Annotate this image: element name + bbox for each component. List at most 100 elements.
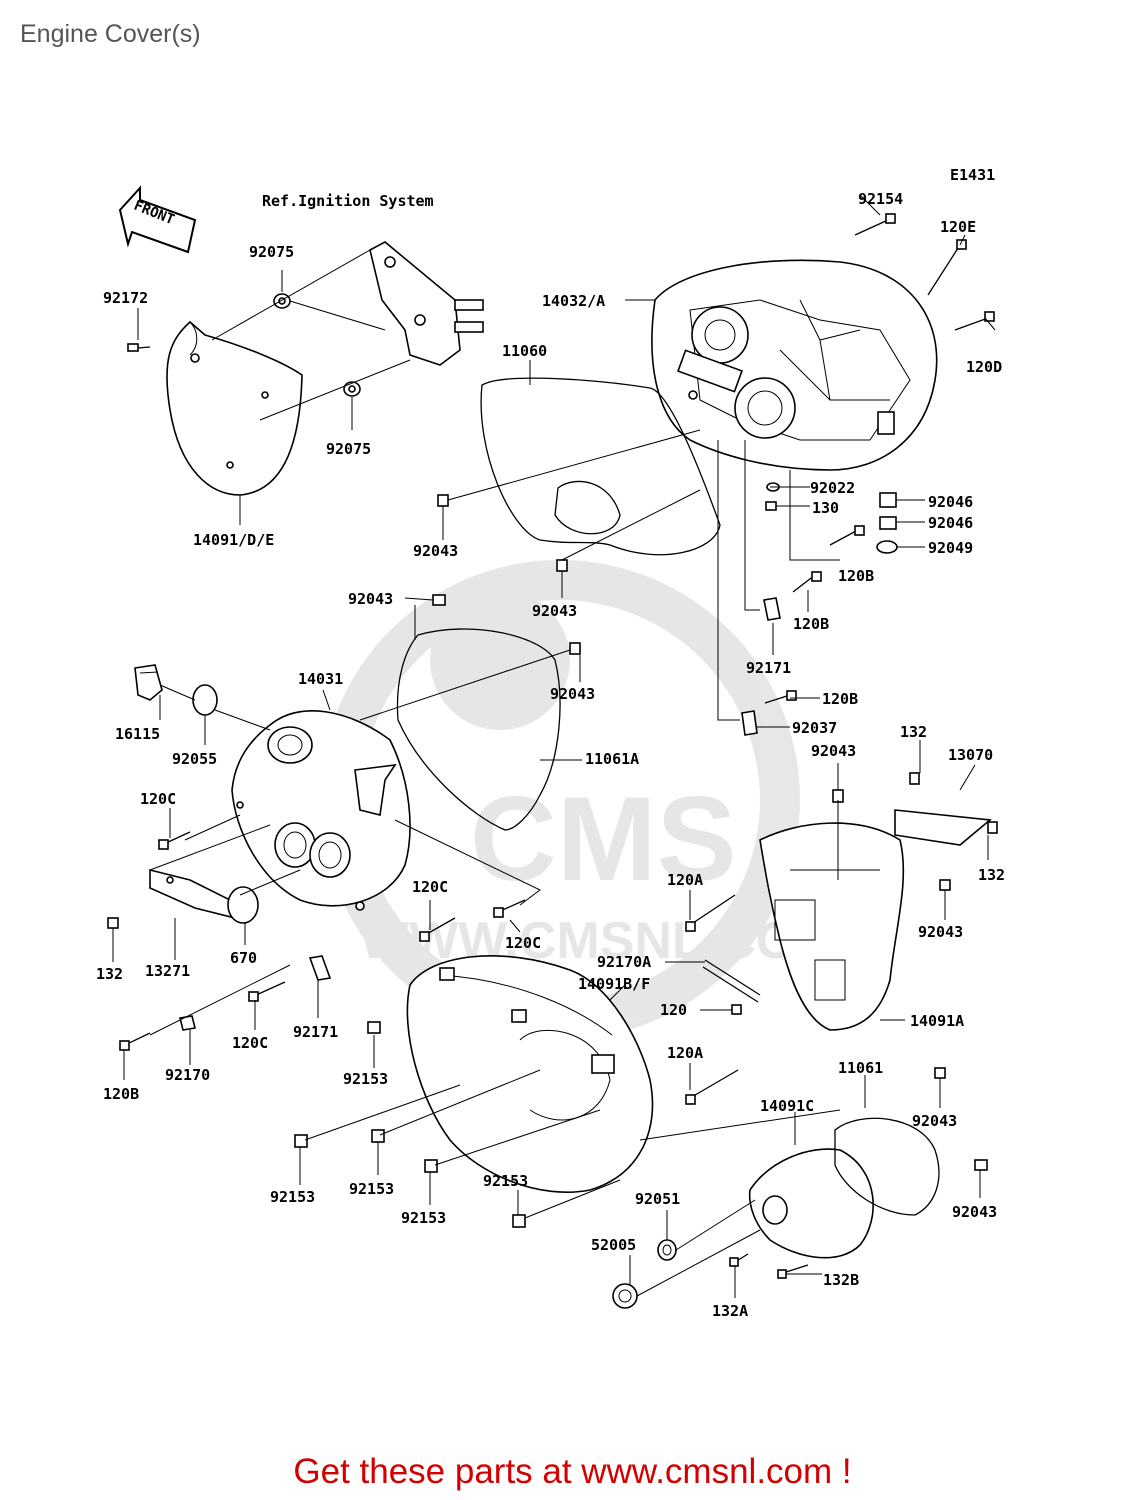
clamp-92037 bbox=[741, 710, 758, 736]
bracket-ignition bbox=[369, 241, 484, 366]
cmsnl-parts-link[interactable]: Get these parts at www.cmsnl.com ! bbox=[293, 1452, 852, 1491]
label-13070: 13070 bbox=[948, 746, 993, 764]
o-ring-670 bbox=[227, 886, 259, 924]
part-labels: 92154 120E 14032/A 120D 11060 92022 9204… bbox=[96, 190, 1005, 1320]
label-120E: 120E bbox=[940, 218, 976, 236]
gasket-11060 bbox=[480, 377, 721, 556]
sleeve-92046a bbox=[879, 492, 897, 508]
bolt-92153-1 bbox=[367, 1021, 381, 1034]
label-92154: 92154 bbox=[858, 190, 903, 208]
bolt-120 bbox=[731, 1004, 742, 1015]
watermark-brand: CMS bbox=[470, 772, 737, 906]
cover-14032a bbox=[651, 259, 938, 471]
bolt-92153-4 bbox=[424, 1159, 438, 1173]
o-ring-92055 bbox=[192, 684, 218, 716]
label-92153-5: 92153 bbox=[483, 1172, 528, 1190]
dowel-92043-1 bbox=[437, 494, 449, 507]
bolt-120a-2 bbox=[685, 1069, 739, 1105]
label-92171-top: 92171 bbox=[746, 659, 791, 677]
label-92171-bottom: 92171 bbox=[293, 1023, 338, 1041]
label-92170A: 92170A bbox=[597, 953, 651, 971]
label-92049: 92049 bbox=[928, 539, 973, 557]
label-92051: 92051 bbox=[635, 1190, 680, 1208]
label-92043-3: 92043 bbox=[348, 590, 393, 608]
label-120C-1: 120C bbox=[140, 790, 176, 808]
label-92153-1: 92153 bbox=[343, 1070, 388, 1088]
label-670: 670 bbox=[230, 949, 257, 967]
label-16115: 16115 bbox=[115, 725, 160, 743]
label-92043-5: 92043 bbox=[811, 742, 856, 760]
screw-92172 bbox=[127, 343, 151, 352]
label-92046-a: 92046 bbox=[928, 493, 973, 511]
label-92037: 92037 bbox=[792, 719, 837, 737]
label-14091BF: 14091B/F bbox=[578, 975, 650, 993]
bolt-132-3 bbox=[107, 917, 119, 929]
label-132B: 132B bbox=[823, 1271, 859, 1289]
label-120: 120 bbox=[660, 1001, 687, 1019]
label-14091DE: 14091/D/E bbox=[193, 531, 274, 549]
bolt-132-1 bbox=[909, 772, 920, 785]
label-120C-2: 120C bbox=[412, 878, 448, 896]
clamp-92171-bottom bbox=[308, 955, 332, 981]
bolt-92153-3 bbox=[371, 1129, 385, 1143]
label-92022: 92022 bbox=[810, 479, 855, 497]
dowel-92043-6 bbox=[939, 879, 951, 891]
watermark-url: WWW.CMSNL.COM bbox=[360, 912, 839, 970]
label-132-2: 132 bbox=[978, 866, 1005, 884]
grommet-92075-top bbox=[273, 293, 291, 309]
label-14091A: 14091A bbox=[910, 1012, 964, 1030]
bolt-132b bbox=[777, 1264, 809, 1279]
bolt-132-2 bbox=[987, 821, 998, 834]
label-11061: 11061 bbox=[838, 1059, 883, 1077]
clamp-92170 bbox=[179, 1015, 196, 1031]
cover-14091a bbox=[759, 822, 905, 1031]
bolt-120c-4 bbox=[248, 981, 286, 1002]
label-11061A: 11061A bbox=[585, 750, 639, 768]
label-120A-2: 120A bbox=[667, 1044, 703, 1062]
dowel-92043-7 bbox=[934, 1067, 946, 1079]
label-132-3: 132 bbox=[96, 965, 123, 983]
label-92043-2: 92043 bbox=[532, 602, 577, 620]
cap-16115 bbox=[134, 664, 163, 701]
label-92046-b: 92046 bbox=[928, 514, 973, 532]
label-13271: 13271 bbox=[145, 962, 190, 980]
cover-14091de bbox=[166, 320, 303, 496]
bolt-120b-4 bbox=[119, 1032, 151, 1051]
gasket-11061 bbox=[834, 1117, 940, 1216]
bolt-92154 bbox=[854, 213, 896, 236]
bolt-120c-3 bbox=[493, 899, 526, 918]
bolt-120b-2 bbox=[792, 571, 822, 593]
label-92075-top: 92075 bbox=[249, 243, 294, 261]
label-120C-3: 120C bbox=[505, 934, 541, 952]
bolt-130 bbox=[765, 501, 777, 511]
bolt-120d bbox=[954, 311, 995, 331]
label-120B-3: 120B bbox=[822, 690, 858, 708]
label-120B-1: 120B bbox=[838, 567, 874, 585]
seal-92051 bbox=[657, 1239, 677, 1261]
bolt-92153-5 bbox=[512, 1214, 526, 1228]
label-92075-bottom: 92075 bbox=[326, 440, 371, 458]
label-120B-4: 120B bbox=[103, 1085, 139, 1103]
dowel-92043-8 bbox=[974, 1159, 988, 1171]
bolt-120a-1 bbox=[685, 894, 736, 932]
bracket-92170a bbox=[702, 959, 761, 1003]
label-92055: 92055 bbox=[172, 750, 217, 768]
bearing-52005 bbox=[612, 1283, 638, 1309]
label-11060: 11060 bbox=[502, 342, 547, 360]
dowel-92043-3 bbox=[432, 594, 446, 606]
cover-14091c bbox=[748, 1148, 874, 1259]
label-130: 130 bbox=[812, 499, 839, 517]
label-92043-8: 92043 bbox=[952, 1203, 997, 1221]
bolt-92153-2 bbox=[294, 1134, 308, 1148]
diagram-code: E1431 bbox=[950, 166, 995, 184]
label-52005: 52005 bbox=[591, 1236, 636, 1254]
label-14031: 14031 bbox=[298, 670, 343, 688]
dowel-92043-4 bbox=[569, 642, 581, 655]
label-14091C: 14091C bbox=[760, 1097, 814, 1115]
label-92153-2: 92153 bbox=[270, 1188, 315, 1206]
label-92170: 92170 bbox=[165, 1066, 210, 1084]
cmsnl-watermark: CMS WWW.CMSNL.COM bbox=[320, 560, 839, 1040]
plate-13070 bbox=[894, 809, 992, 846]
dowel-92043-2 bbox=[556, 559, 568, 572]
